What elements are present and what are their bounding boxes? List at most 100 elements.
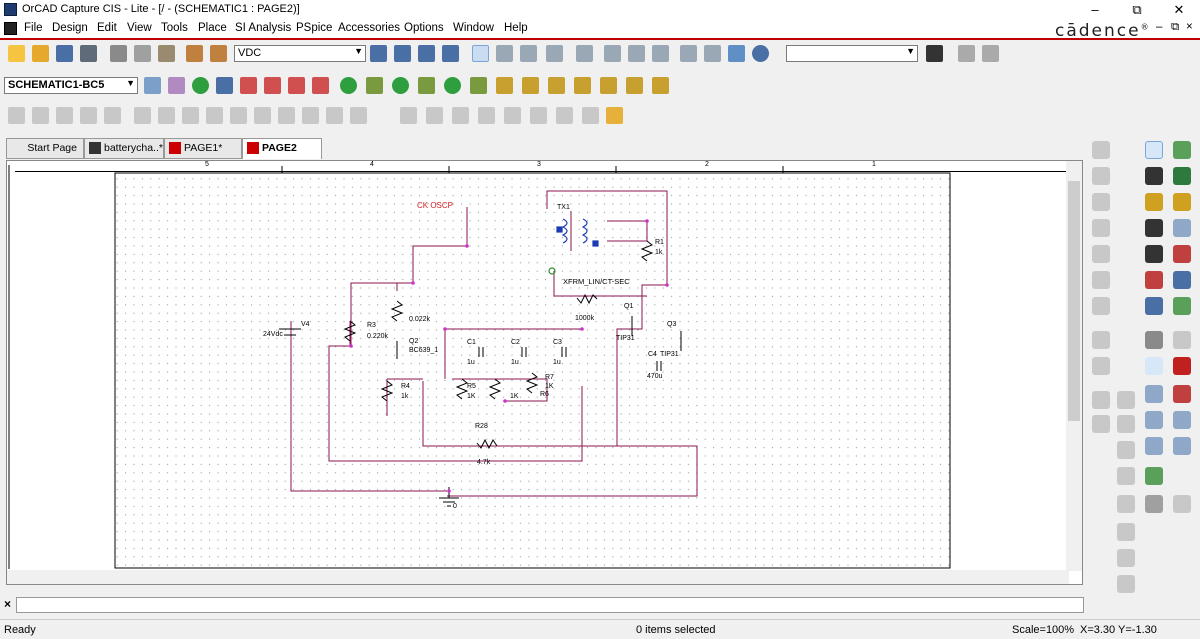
new-icon[interactable] [8, 45, 25, 62]
part-ref[interactable]: C1 [467, 339, 476, 346]
part-ref[interactable]: TX1 [557, 204, 570, 211]
cut-icon[interactable] [110, 45, 127, 62]
part-value[interactable]: 1K [510, 393, 519, 400]
bias-w-icon[interactable] [444, 77, 461, 94]
bookmark-icon[interactable] [606, 107, 623, 124]
next-icon[interactable] [982, 45, 999, 62]
menu-file[interactable]: File [24, 22, 43, 34]
place-wire-icon[interactable] [1145, 167, 1163, 185]
search-combo[interactable]: ▼ [786, 45, 918, 62]
part-value[interactable]: XFRM_LIN/CT-SEC [563, 277, 630, 286]
zoom-in-icon[interactable] [370, 45, 387, 62]
palette-icon[interactable] [1117, 575, 1135, 593]
part-value[interactable]: 1u [467, 359, 475, 366]
palette-icon[interactable] [1117, 441, 1135, 459]
bias-v-icon[interactable] [340, 77, 357, 94]
distribute-8-icon[interactable] [582, 107, 599, 124]
view-sim-icon[interactable] [216, 77, 233, 94]
tab-batterycha[interactable]: batterycha..* [84, 138, 164, 159]
place-power-icon[interactable] [1145, 245, 1163, 263]
menu-design[interactable]: Design [52, 22, 88, 34]
save-icon[interactable] [56, 45, 73, 62]
align-6-icon[interactable] [134, 107, 151, 124]
palette-icon[interactable] [1117, 549, 1135, 567]
place-bus-icon[interactable] [1145, 193, 1163, 211]
palette-icon[interactable] [1092, 391, 1110, 409]
marker-power-icon[interactable] [312, 77, 329, 94]
print-icon[interactable] [80, 45, 97, 62]
part-ref[interactable]: R6 [540, 391, 549, 398]
drc-icon[interactable] [546, 45, 563, 62]
distribute-icon[interactable] [400, 107, 417, 124]
part-value[interactable]: 0.220k [367, 333, 389, 340]
menu-accessories[interactable]: Accessories [338, 22, 400, 34]
mdi-minimize-button[interactable]: – [1156, 21, 1163, 33]
palette-icon[interactable] [1092, 297, 1110, 315]
place-text-green-icon[interactable] [1145, 467, 1163, 485]
part-value[interactable]: 1K [545, 383, 554, 390]
palette-icon[interactable] [1092, 271, 1110, 289]
annotate-icon[interactable] [604, 45, 621, 62]
restore-button[interactable]: ⧉ [1132, 2, 1142, 17]
net-label[interactable]: CK OSCP [417, 201, 454, 210]
palette-icon[interactable] [1117, 523, 1135, 541]
new-sim-icon[interactable] [144, 77, 161, 94]
distribute-3-icon[interactable] [452, 107, 469, 124]
place-picture-icon[interactable] [1173, 437, 1191, 455]
minimize-button[interactable]: – [1091, 2, 1099, 17]
place-noconnect-icon[interactable] [1173, 245, 1191, 263]
palette-icon[interactable] [1092, 245, 1110, 263]
undo-icon[interactable] [186, 45, 203, 62]
zoom-area-icon[interactable] [418, 45, 435, 62]
menu-view[interactable]: View [127, 22, 152, 34]
align-13-icon[interactable] [302, 107, 319, 124]
place-diamond-icon[interactable] [1145, 495, 1163, 513]
align-12-icon[interactable] [278, 107, 295, 124]
distribute-7-icon[interactable] [556, 107, 573, 124]
probe-7-icon[interactable] [652, 77, 669, 94]
marker-voltage-icon[interactable] [240, 77, 257, 94]
palette-icon[interactable] [1092, 219, 1110, 237]
align-5-icon[interactable] [104, 107, 121, 124]
place-ellipse-icon[interactable] [1145, 411, 1163, 429]
align-2-icon[interactable] [32, 107, 49, 124]
align-10-icon[interactable] [230, 107, 247, 124]
place-port-icon[interactable] [1145, 271, 1163, 289]
part-value[interactable]: BC639_1 [409, 347, 439, 354]
part-ref[interactable]: Q2 [409, 338, 419, 345]
part-value[interactable]: 4.7k [477, 459, 491, 466]
tab-page2[interactable]: PAGE2 [242, 138, 322, 159]
document-icon[interactable] [4, 22, 17, 35]
tab-start-page[interactable]: Start Page [6, 138, 84, 159]
menu-edit[interactable]: Edit [97, 22, 117, 34]
help-icon[interactable] [752, 45, 769, 62]
part-value[interactable]: 1u [511, 359, 519, 366]
part-combo[interactable]: VDC▼ [234, 45, 366, 62]
place-ground-icon[interactable] [1145, 297, 1163, 315]
part-ref[interactable]: Q1 [624, 303, 634, 310]
palette-icon[interactable] [1092, 331, 1110, 349]
probe-6-icon[interactable] [626, 77, 643, 94]
palette-icon[interactable] [1117, 391, 1135, 409]
run-icon[interactable] [192, 77, 209, 94]
browse-icon[interactable] [496, 45, 513, 62]
palette-icon[interactable] [1092, 193, 1110, 211]
align-14-icon[interactable] [326, 107, 343, 124]
part-ref[interactable]: C2 [511, 339, 520, 346]
zoom-out-icon[interactable] [394, 45, 411, 62]
align-7-icon[interactable] [158, 107, 175, 124]
close-command-icon[interactable]: × [4, 597, 12, 611]
palette-icon[interactable] [1117, 415, 1135, 433]
align-3-icon[interactable] [56, 107, 73, 124]
part-ref[interactable]: R28 [475, 423, 488, 430]
part-ref[interactable]: R3 [367, 322, 376, 329]
part-value[interactable]: 470u [647, 373, 663, 380]
probe-5-icon[interactable] [600, 77, 617, 94]
place-bracket-icon[interactable] [1173, 495, 1191, 513]
binoculars-icon[interactable] [926, 45, 943, 62]
part-ref[interactable]: Q3 [667, 321, 677, 328]
place-bezier-icon[interactable] [1145, 437, 1163, 455]
probe-2-icon[interactable] [522, 77, 539, 94]
probe-icon[interactable] [496, 77, 513, 94]
command-input[interactable] [16, 597, 1084, 613]
